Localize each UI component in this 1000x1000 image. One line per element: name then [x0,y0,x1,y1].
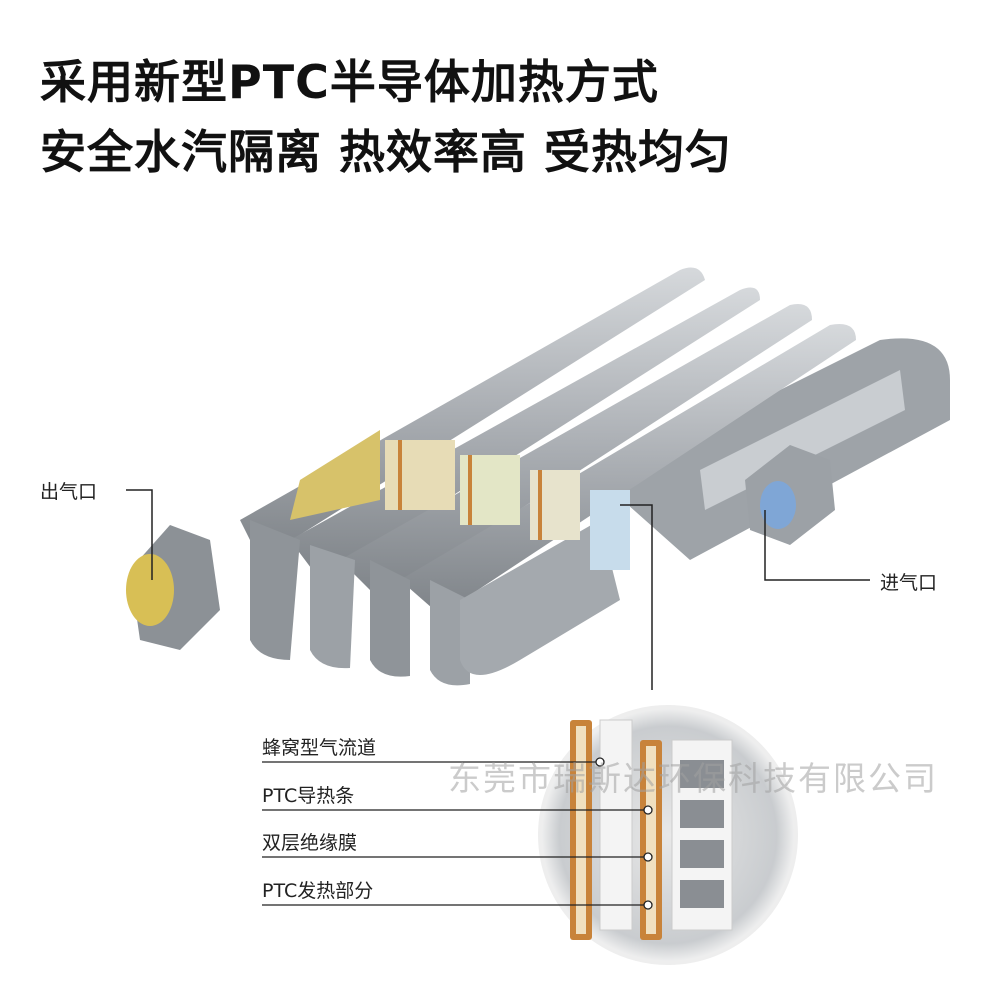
label-honeycomb-channel: 蜂窝型气流道 [262,737,377,759]
outlet-label: 出气口 [40,481,98,503]
ptc-cutaway [290,430,630,570]
leader-lines [126,489,870,690]
inlet-label: 进气口 [880,572,938,594]
company-watermark: 东莞市瑞斯达环保科技有限公司 [448,759,938,798]
label-ptc-heating: PTC发热部分 [262,880,374,902]
detail-leaders [262,757,653,910]
label-insulation-film: 双层绝缘膜 [262,832,358,854]
label-ptc-conductor: PTC导热条 [262,785,355,807]
detail-magnifier [538,705,798,965]
headline-line-2: 安全水汽隔离 热效率高 受热均匀 [40,125,733,179]
heater-frame [600,338,950,560]
outlet-fitting [126,525,220,650]
headline-line-1: 采用新型PTC半导体加热方式 [40,55,659,109]
inlet-fitting [745,445,835,545]
